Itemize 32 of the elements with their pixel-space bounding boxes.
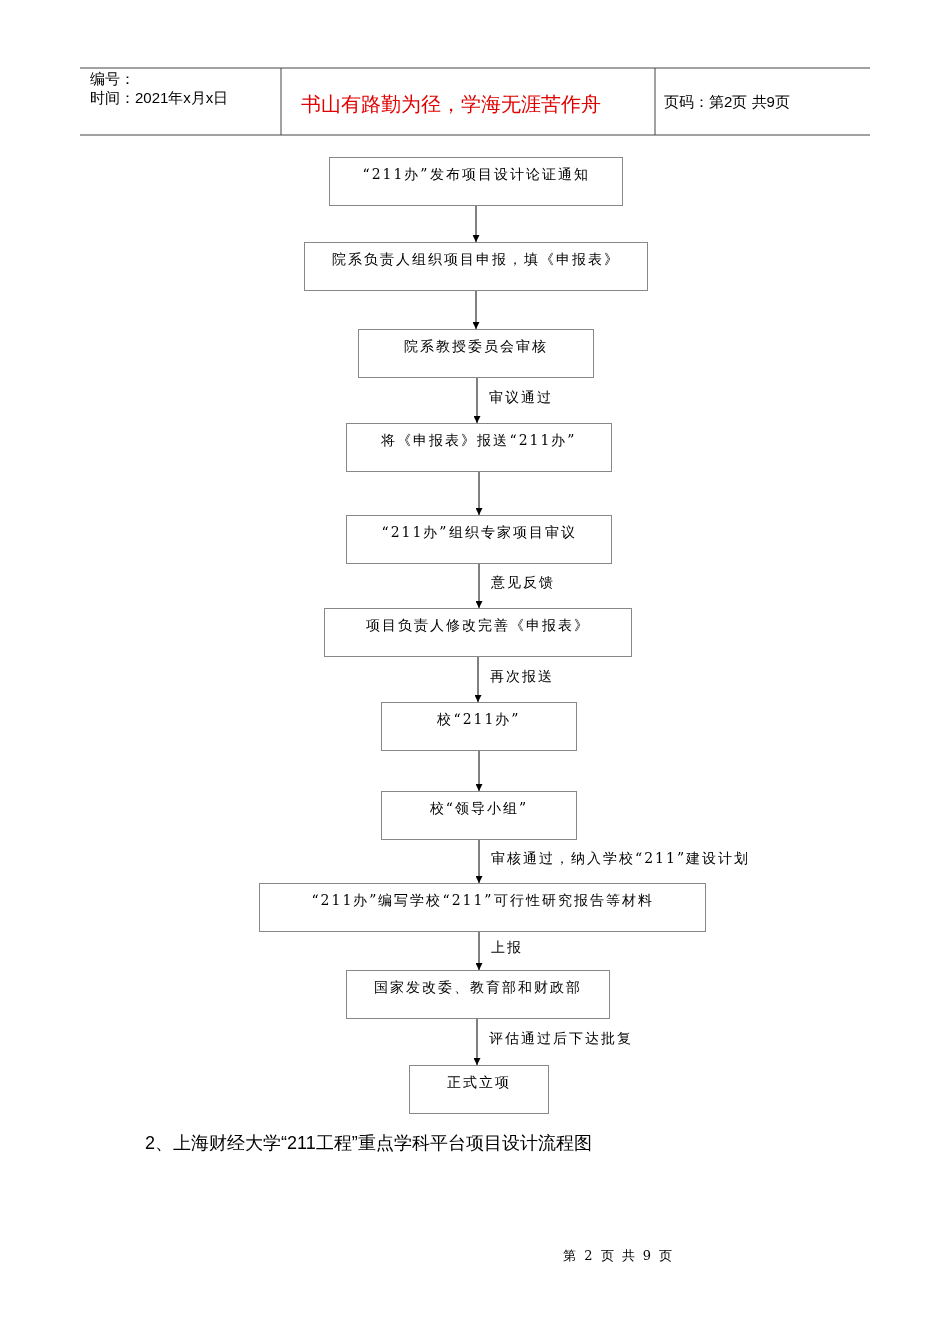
edge-label: 意见反馈 (490, 574, 556, 592)
header-text: 页码：第2页 共9页 (664, 93, 790, 112)
edge-label: 评估通过后下达批复 (488, 1030, 634, 1048)
header-slogan: 书山有路勤为径，学海无涯苦作舟 (301, 92, 601, 117)
edge-label: 再次报送 (489, 667, 555, 686)
arrow (475, 931, 483, 971)
edge-label: 审议通过 (488, 388, 554, 407)
arrow (473, 1018, 481, 1066)
process-box: 校“领导小组” (381, 791, 577, 840)
arrow (475, 471, 483, 516)
process-box: 项目负责人修改完善《申报表》 (324, 608, 632, 657)
process-box: 正式立项 (409, 1065, 549, 1114)
process-box: 国家发改委、教育部和财政部 (346, 970, 610, 1019)
process-box: 院系负责人组织项目申报，填《申报表》 (304, 242, 648, 291)
process-box: 院系教授委员会审核 (358, 329, 594, 378)
arrow (474, 656, 482, 703)
arrow (475, 750, 483, 792)
arrow (473, 377, 481, 424)
section-heading: 2、上海财经大学“211工程”重点学科平台项目设计流程图 (145, 1132, 592, 1155)
edge-label: 上报 (490, 939, 524, 957)
page-footer: 第 2 页 共 9 页 (563, 1247, 675, 1265)
process-box: 校“211办” (381, 702, 577, 751)
header-text: 时间：2021年x月x日 (90, 89, 229, 108)
arrow (475, 563, 483, 609)
process-box: “211办”组织专家项目审议 (346, 515, 612, 564)
arrow (475, 839, 483, 884)
header-text: 编号： (90, 70, 135, 89)
process-box: 将《申报表》报送“211办” (346, 423, 612, 472)
arrow (472, 205, 480, 243)
process-box: “211办”发布项目设计论证通知 (329, 157, 623, 206)
process-box: “211办”编写学校“211”可行性研究报告等材料 (259, 883, 706, 932)
arrow (472, 290, 480, 330)
